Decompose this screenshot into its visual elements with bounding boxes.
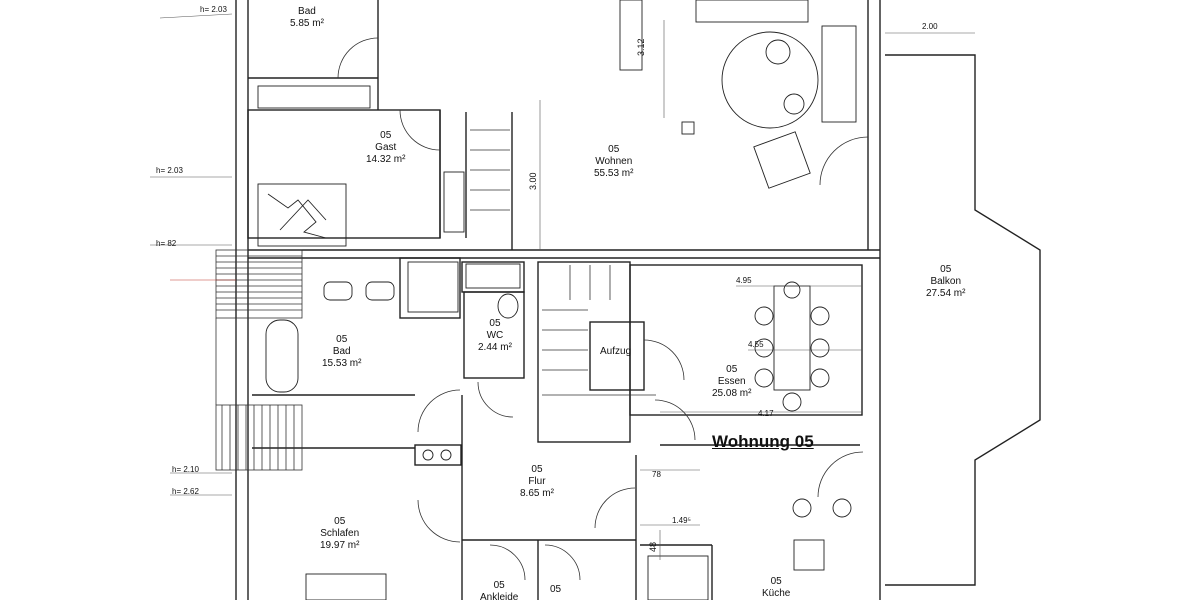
dim-417: 4.17 [758, 409, 774, 418]
walls [235, 0, 1041, 600]
height-dim-mid: h= 2.03 [156, 166, 183, 175]
room-label-flur: 05 Flur 8.65 m² [520, 464, 554, 499]
room-label-bad: 05 Bad 15.53 m² [322, 334, 362, 369]
room-label-essen: 05 Essen 25.08 m² [712, 364, 752, 399]
dim-300: 3.00 [528, 172, 538, 190]
height-dim-210: h= 2.10 [172, 465, 199, 474]
room-label-wc: 05 WC 2.44 m² [478, 318, 512, 353]
room-label-kueche: 05 Küche [762, 576, 791, 599]
room-label-aufzug: Aufzug [600, 346, 632, 357]
dim-495: 4.95 [736, 276, 752, 285]
apartment-title: Wohnung 05 [712, 432, 814, 451]
dim-200: 2.00 [922, 22, 938, 31]
dim-78: 78 [652, 470, 661, 479]
room-label-ankleide: 05 Ankleide [480, 580, 519, 603]
room-label-gast: 05 Gast 14.32 m² [366, 130, 406, 165]
height-dim-82: h= 82 [156, 239, 177, 248]
room-label-balkon: 05 Balkon 27.54 m² [926, 264, 966, 299]
dim-149: 1.49⁵ [672, 516, 691, 525]
room-label-schlafen: 05 Schlafen 19.97 m² [320, 516, 360, 551]
dim-312: 3.12 [636, 38, 646, 56]
door-swings [337, 37, 869, 581]
room-label-wohnen: 05 Wohnen 55.53 m² [594, 144, 634, 179]
height-dim-262: h= 2.62 [172, 487, 199, 496]
room-label-small: 05 [550, 584, 562, 595]
staircases [470, 129, 656, 396]
furniture [257, 0, 857, 600]
dim-48: 48 [648, 541, 658, 552]
stair-hatching [215, 249, 303, 471]
room-label-bad-top: Bad 5.85 m² [290, 6, 324, 29]
height-dim-top: h= 2.03 [200, 5, 227, 14]
dimension-lines [150, 13, 975, 560]
dim-455: 4.55 [748, 340, 764, 349]
